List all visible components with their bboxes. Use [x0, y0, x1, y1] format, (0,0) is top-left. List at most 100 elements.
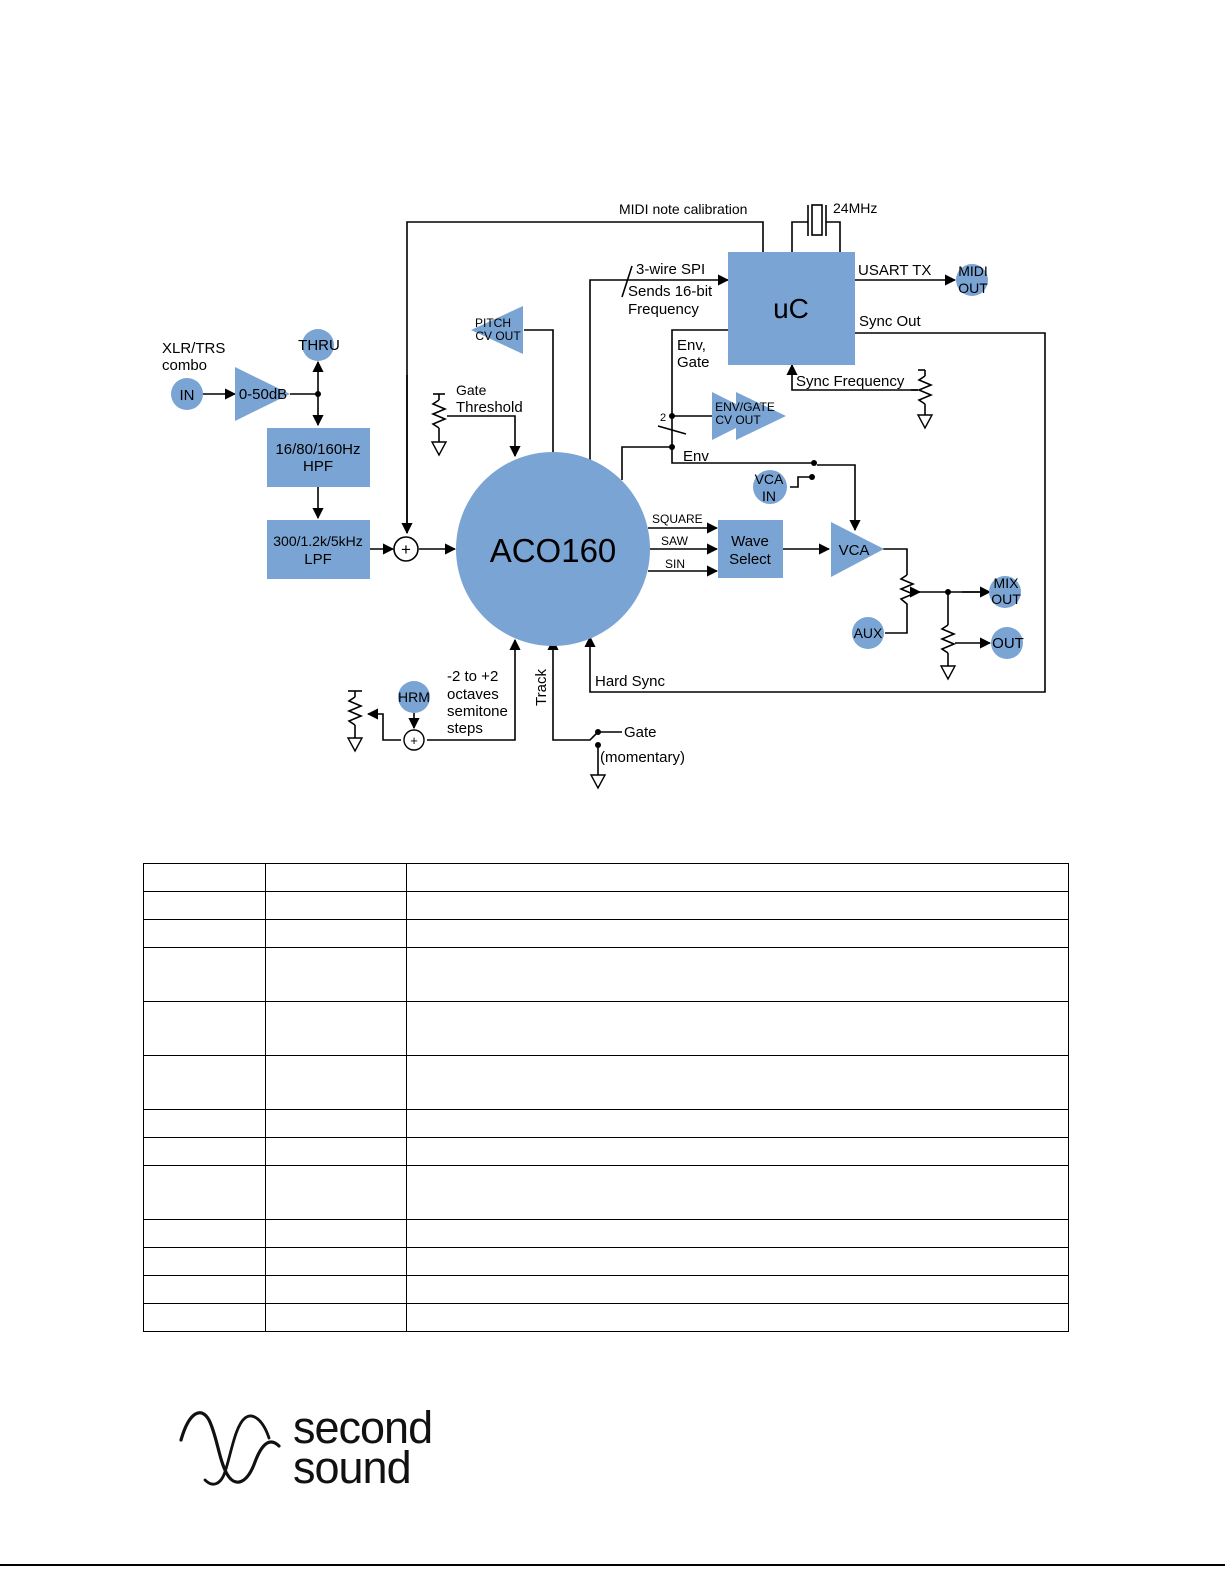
table-row	[143, 947, 1069, 1002]
mix-out-pot	[898, 574, 916, 610]
sin-label: SIN	[665, 557, 685, 571]
table-cell	[406, 947, 1069, 1002]
second-sound-logo: second sound	[175, 1398, 475, 1508]
aco160-label: ACO160	[490, 532, 617, 569]
env-label: Env	[683, 448, 709, 465]
mix-out-label-1: MIX	[994, 575, 1020, 591]
table-cell	[406, 1275, 1069, 1304]
hpf-label-1: 16/80/160Hz	[275, 441, 360, 458]
midi-note-calibration-label: MIDI note calibration	[619, 201, 747, 217]
table-cell	[265, 1219, 407, 1248]
sine-wave-logo-icon	[179, 1411, 281, 1486]
gate-threshold-pot	[430, 393, 448, 457]
table-cell	[265, 1247, 407, 1276]
uc-label: uC	[773, 293, 809, 324]
octaves-label-3: semitone	[447, 703, 508, 720]
table-cell	[143, 1303, 266, 1332]
table-cell	[265, 947, 407, 1002]
hpf-label-2: HPF	[303, 458, 333, 475]
wave-select-label-2: Select	[729, 551, 772, 568]
table-cell	[406, 1001, 1069, 1056]
table-cell	[143, 891, 266, 920]
table-cell	[406, 1247, 1069, 1276]
harmony-pot	[346, 690, 364, 753]
octaves-label-1: -2 to +2	[447, 668, 498, 685]
table-row	[143, 1219, 1069, 1248]
summer-main	[393, 536, 419, 562]
mix-out-label-2: OUT	[991, 591, 1021, 607]
table-row	[143, 863, 1069, 892]
summer-harmony	[403, 729, 425, 751]
square-label: SQUARE	[652, 512, 703, 526]
env-gate-cv-out-block-b	[736, 392, 786, 440]
table-cell	[265, 891, 407, 920]
summer-main-sign: +	[401, 540, 411, 559]
table-row	[143, 1001, 1069, 1056]
logo-line-2: sound	[293, 1442, 412, 1493]
lpf-block	[267, 520, 370, 579]
sync-out-label: Sync Out	[859, 313, 922, 330]
table-cell	[143, 1001, 266, 1056]
vca-in-label-2: IN	[762, 488, 776, 504]
spec-table	[143, 863, 1069, 1332]
table-row	[143, 1109, 1069, 1138]
table-cell	[143, 1055, 266, 1110]
table-cell	[143, 1165, 266, 1220]
table-cell	[406, 863, 1069, 892]
octaves-label-4: steps	[447, 720, 483, 737]
wave-select-label-1: Wave	[731, 533, 769, 550]
midi-out-label-2: OUT	[958, 280, 988, 296]
spi-label: 3-wire SPI	[636, 261, 705, 278]
thru-jack	[302, 329, 334, 361]
in-jack-label: IN	[180, 387, 195, 404]
logo-wordmark: second sound	[293, 1405, 433, 1493]
page-bottom-rule	[0, 1564, 1225, 1566]
xlr-trs-label-2: combo	[162, 357, 207, 374]
bus-width-label: 2	[660, 412, 666, 424]
table-cell	[265, 1303, 407, 1332]
sync-frequency-label: Sync Frequency	[796, 373, 905, 390]
table-cell	[265, 1275, 407, 1304]
saw-label: SAW	[661, 534, 689, 548]
table-cell	[265, 1165, 407, 1220]
table-row	[143, 1275, 1069, 1304]
table-cell	[265, 1055, 407, 1110]
in-jack	[171, 378, 203, 410]
table-row	[143, 919, 1069, 948]
vca-label: VCA	[839, 542, 870, 559]
table-row	[143, 1055, 1069, 1110]
table-cell	[265, 863, 407, 892]
table-row	[143, 1165, 1069, 1220]
out-jack	[991, 627, 1023, 659]
block-diagram: ACO160 uC 16/80/160Hz HPF 300/1.2k/5kHz …	[162, 200, 1046, 790]
pitch-cv-label-1: PITCH	[475, 316, 511, 330]
hrm-jack	[398, 681, 430, 713]
gain-label: 0-50dB	[239, 386, 287, 403]
table-row	[143, 891, 1069, 920]
table-row	[143, 1247, 1069, 1276]
gate-threshold-label-1: Gate	[456, 382, 487, 398]
hard-sync-label: Hard Sync	[595, 673, 666, 690]
table-cell	[406, 1137, 1069, 1166]
env-gate-label-1: Env,	[677, 337, 706, 354]
thru-jack-label: THRU	[298, 337, 340, 354]
vca-block	[831, 522, 884, 577]
table-cell	[406, 1055, 1069, 1110]
vca-in-jack	[753, 470, 787, 504]
table-cell	[143, 919, 266, 948]
summer-harmony-sign: +	[410, 733, 418, 748]
pitch-cv-out-block	[471, 306, 523, 354]
table-cell	[265, 1001, 407, 1056]
midi-out-jack	[956, 264, 988, 296]
table-cell	[406, 919, 1069, 948]
table-cell	[143, 1109, 266, 1138]
out-jack-label: OUT	[992, 635, 1024, 652]
table-cell	[406, 891, 1069, 920]
lpf-label-1: 300/1.2k/5kHz	[273, 533, 363, 549]
wave-select-block	[718, 520, 783, 578]
hrm-jack-label: HRM	[398, 689, 430, 705]
mix-out-jack	[989, 576, 1021, 608]
crystal-label: 24MHz	[833, 200, 877, 216]
table-cell	[143, 863, 266, 892]
table-row	[143, 1137, 1069, 1166]
